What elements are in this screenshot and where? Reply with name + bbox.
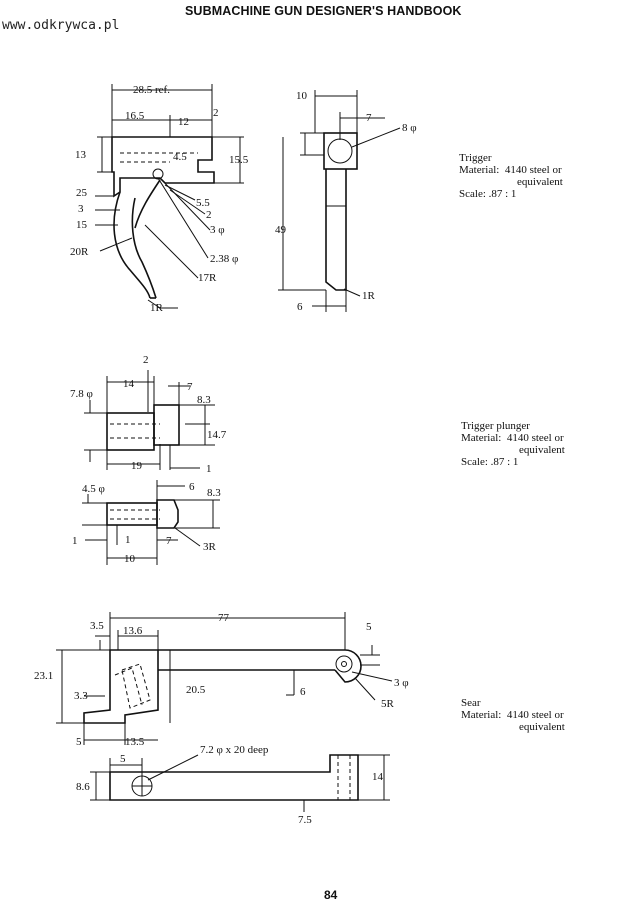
sear-dim-5b: 5 [76,736,82,748]
sear-dim-3-3: 3.3 [74,690,88,702]
dim-1R-b: 1R [362,290,376,302]
dim-20R: 20R [70,246,89,258]
sear-top-view [90,754,390,812]
sear-material-value-2: equivalent [519,721,565,733]
trigger-material-value: 4140 steel or [504,164,562,176]
trigger-caption: Trigger Material: 4140 steel or equivale… [459,152,563,200]
plunger-top-view [84,370,215,470]
sear-dim-8-6: 8.6 [76,781,90,793]
plunger-dim-1a: 1 [72,535,78,547]
sear-dim-7-5: 7.5 [298,814,312,826]
sear-dim-13-6: 13.6 [123,625,143,637]
plunger-dim-8-3b: 8.3 [207,487,221,499]
plunger-scale: Scale: .87 : 1 [461,456,519,468]
sear-side-view [56,612,393,745]
sear-dim-13-5: 13.5 [125,736,145,748]
dim-15: 15 [76,219,88,231]
dim-17R: 17R [198,272,217,284]
plunger-dim-14-7: 14.7 [207,429,227,441]
dim-5-5: 5.5 [196,197,210,209]
trigger-material-value-2: equivalent [517,176,563,188]
plunger-material-row: Material: 4140 steel or [461,432,565,444]
dim-49: 49 [275,224,287,236]
plunger-dim-6: 6 [189,481,195,493]
sear-material-value: 4140 steel or [506,709,564,721]
plunger-dim-19: 19 [131,460,143,472]
sear-dim-6: 6 [300,686,306,698]
dim-1R: 1R [150,302,164,314]
dim-3phi: 3 φ [210,224,225,236]
dim-16-5: 16.5 [125,110,145,122]
dim-28-5: 28.5 ref. [133,84,170,96]
plunger-dim-4-5: 4.5 φ [82,483,105,495]
page-number: 84 [324,888,338,902]
plunger-dim-1b: 1 [125,534,131,546]
dim-6: 6 [297,301,303,313]
trigger-side-view [95,84,244,309]
dim-3: 3 [78,203,84,215]
dim-7: 7 [366,112,372,124]
plunger-caption: Trigger plunger Material: 4140 steel or … [461,420,565,468]
plunger-dim-7b: 7 [166,535,172,547]
trigger-material-row: Material: 4140 steel or [459,164,563,176]
running-header: SUBMACHINE GUN DESIGNER'S HANDBOOK [185,4,462,18]
dim-4-5: 4.5 [173,151,187,163]
sear-dim-3phi: 3 φ [394,677,409,689]
sear-dim-5c: 5 [120,753,126,765]
sear-material-label: Material: [461,709,502,721]
plunger-side-view [82,480,220,565]
trigger-material-label: Material: [459,164,500,176]
sear-dim-5: 5 [366,621,372,633]
trigger-scale: Scale: .87 : 1 [459,188,517,200]
sear-material-row: Material: 4140 steel or [461,709,565,721]
sear-dim-14: 14 [372,771,384,783]
dim-2: 2 [213,107,219,119]
sear-dim-23-1: 23.1 [34,670,53,682]
dim-2b: 2 [206,209,212,221]
trigger-name: Trigger [459,152,492,164]
dim-15-5: 15.5 [229,154,249,166]
sear-dim-5R: 5R [381,698,395,710]
plunger-material-label: Material: [461,432,502,444]
plunger-name: Trigger plunger [461,420,530,432]
dim-12: 12 [178,116,189,128]
plunger-dim-3R: 3R [203,541,217,553]
sear-dim-77: 77 [218,612,230,624]
sear-dim-3-5: 3.5 [90,620,104,632]
trigger-front-view [278,90,401,312]
sear-dim-7-2: 7.2 φ x 20 deep [200,744,269,756]
sear-dim-20-5: 20.5 [186,684,206,696]
plunger-dim-7: 7 [187,381,193,393]
sear-caption: Sear Material: 4140 steel or equivalent [461,697,565,733]
watermark: www.odkrywca.pl [2,18,120,33]
dim-8phi: 8 φ [402,122,417,134]
dim-10: 10 [296,90,308,102]
plunger-dim-10: 10 [124,553,136,565]
plunger-material-value: 4140 steel or [506,432,564,444]
dim-13: 13 [75,149,87,161]
plunger-dim-1: 1 [206,463,212,475]
plunger-dim-7-8: 7.8 φ [70,388,93,400]
sear-name: Sear [461,697,481,709]
plunger-dim-14: 14 [123,378,135,390]
dim-2-38: 2.38 φ [210,253,238,265]
dim-25: 25 [76,187,88,199]
plunger-dim-2: 2 [143,354,149,366]
plunger-material-value-2: equivalent [519,444,565,456]
plunger-dim-8-3: 8.3 [197,394,211,406]
